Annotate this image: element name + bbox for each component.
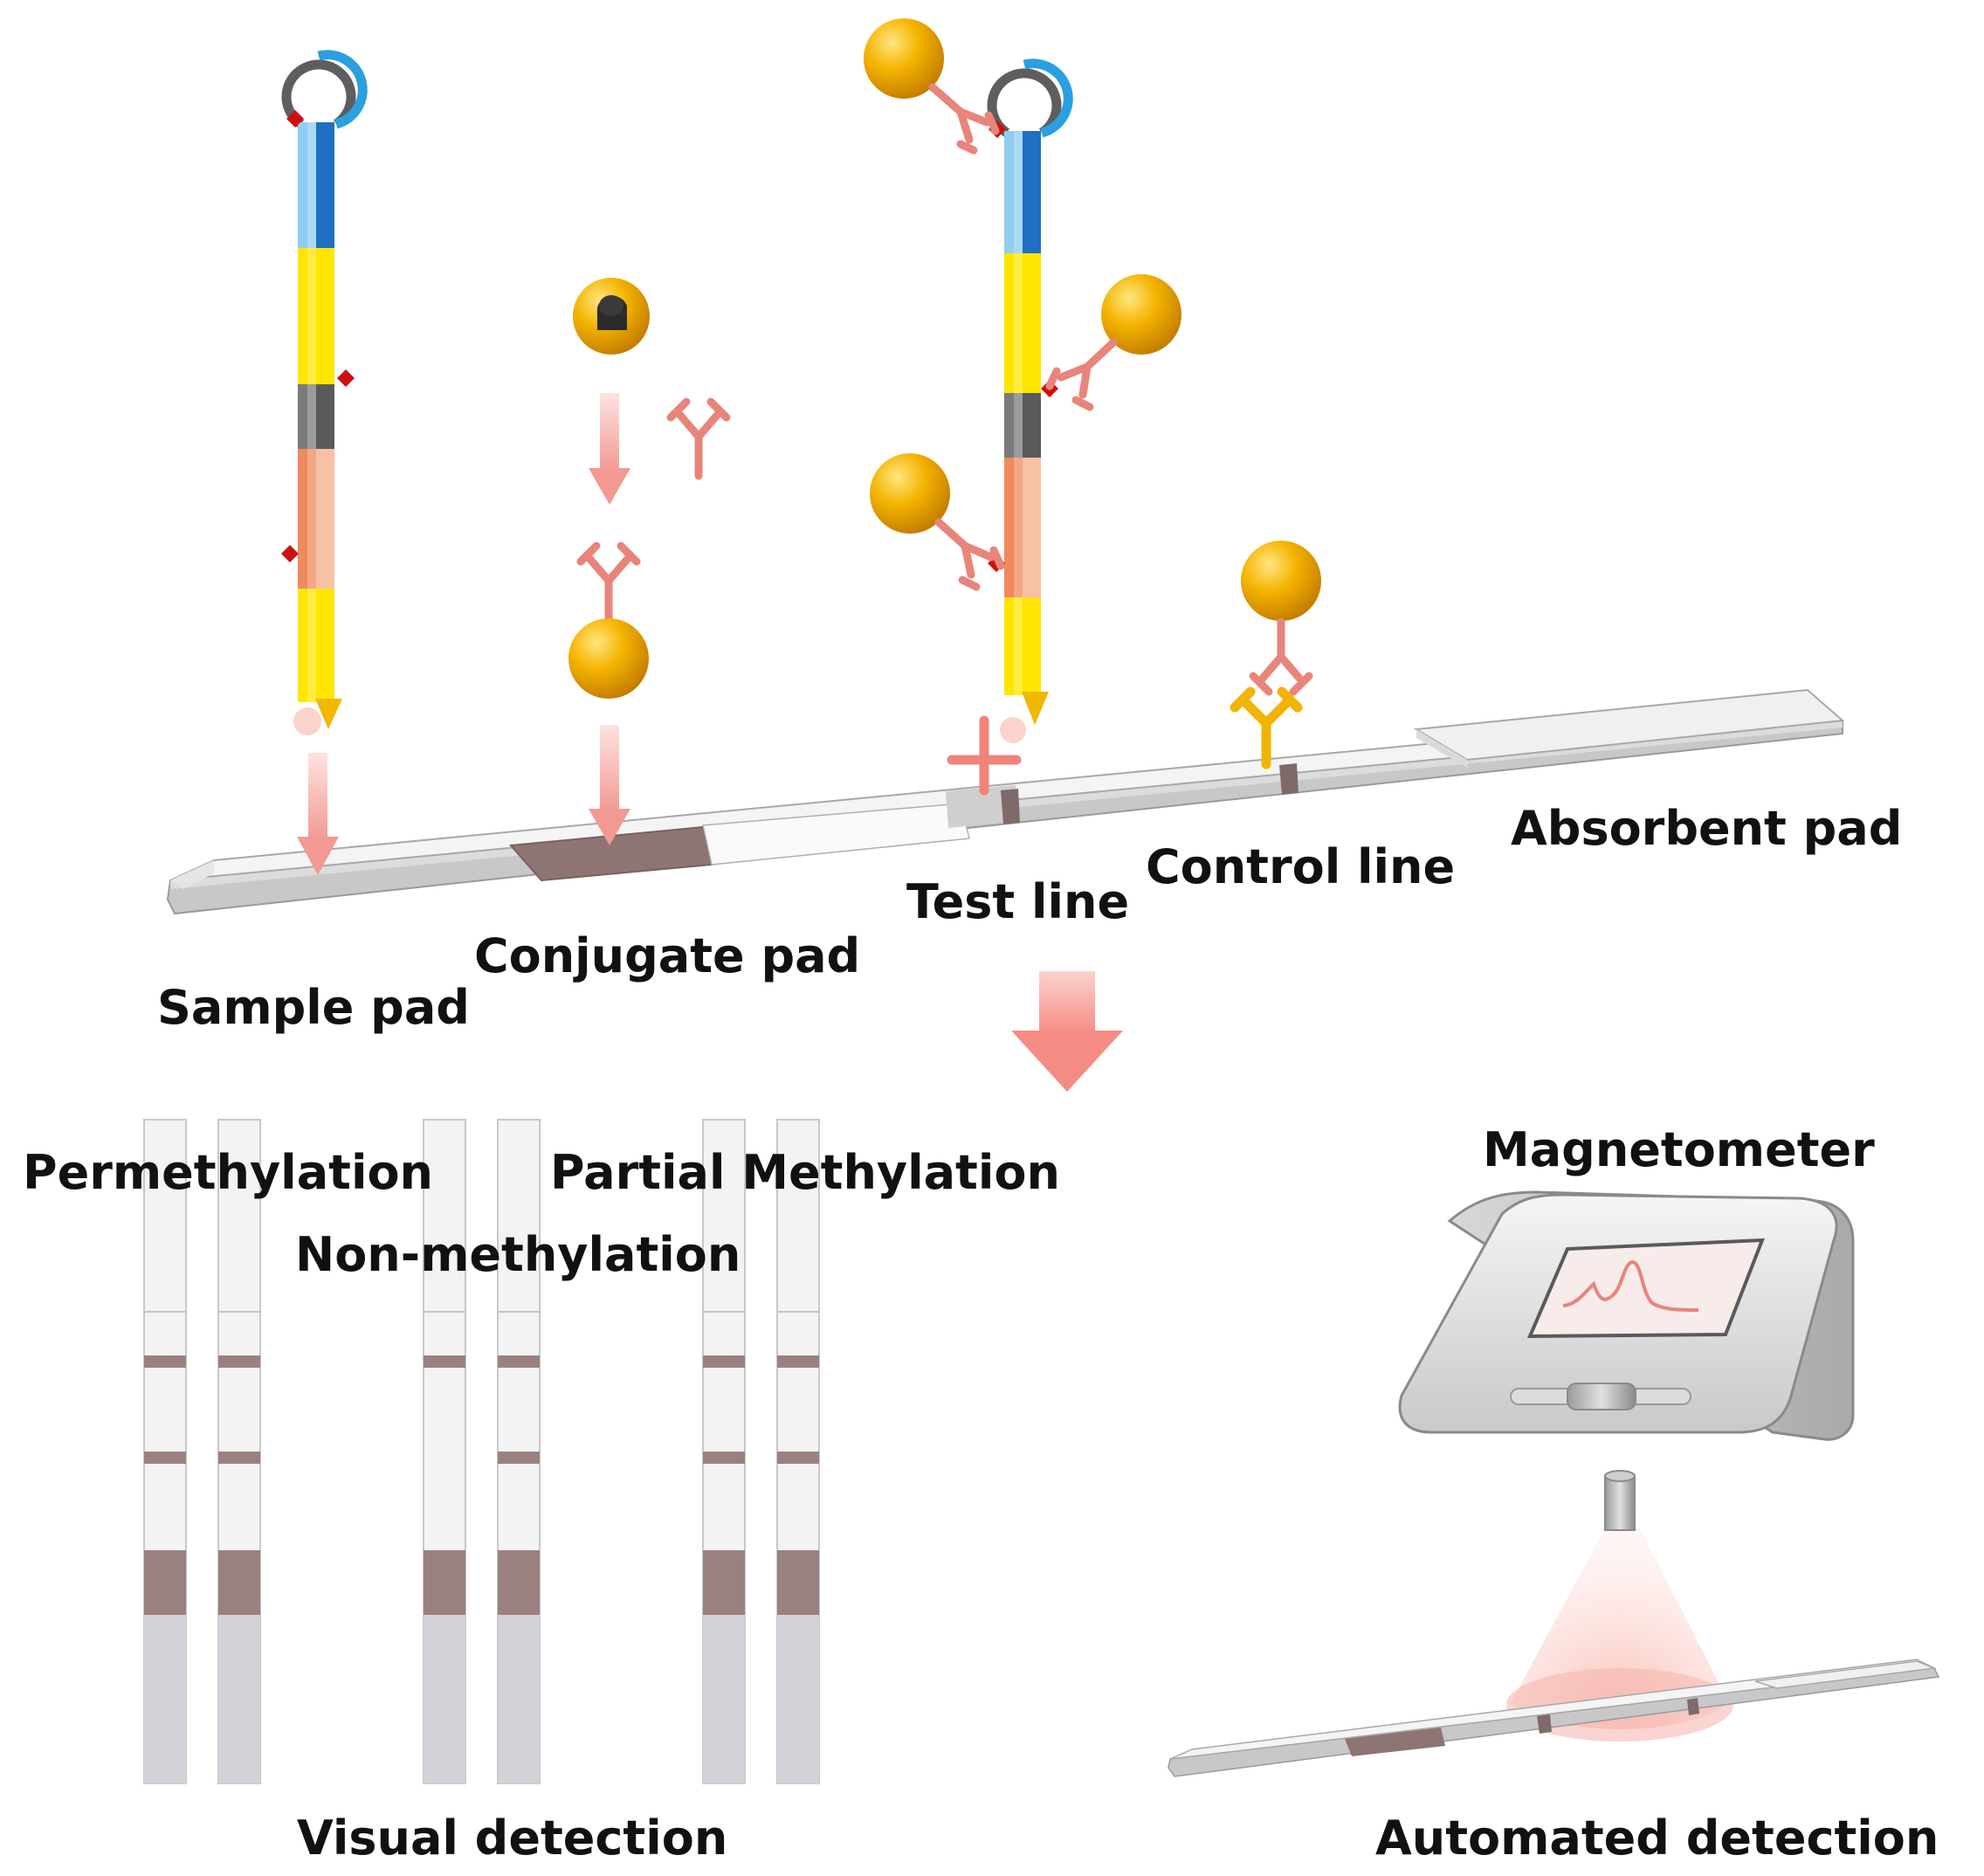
conjugate-pad-label: Conjugate pad: [474, 928, 861, 983]
flow-arrow-conjugate: [589, 725, 630, 845]
partial-methylation-label: Partial Methylation: [550, 1145, 1060, 1200]
methyl-tag-icon: [286, 110, 304, 128]
strip-6: [776, 1119, 820, 1784]
probe-strand-captured: [987, 59, 1073, 743]
methyl-tag-icon: [281, 545, 299, 562]
non-methylation-label: Non-methylation: [295, 1227, 741, 1282]
magnetometer-label: Magnetometer: [1483, 1122, 1875, 1177]
sensor-probe-icon: [1604, 1470, 1636, 1531]
permethylation-label: Permethylation: [23, 1145, 433, 1200]
methyl-tag-icon: [337, 369, 355, 387]
strip-2: [217, 1119, 261, 1784]
strip-4: [497, 1119, 541, 1784]
control-line-label: Control line: [1146, 839, 1456, 894]
probe-strand-left: [281, 50, 368, 735]
strip-1: [143, 1119, 187, 1784]
flow-arrow-sample: [297, 753, 339, 875]
strip-5: [702, 1119, 746, 1784]
antibody-gold-conjugate-icon: [568, 541, 649, 699]
capture-antibody-test-icon: [947, 715, 1022, 796]
free-antibody-icon: [666, 397, 731, 480]
control-line-complex: [1230, 541, 1321, 769]
control-line-band: [1279, 763, 1299, 795]
result-strips: [143, 1119, 820, 1784]
strip-3: [423, 1119, 466, 1784]
visual-detection-label: Visual detection: [297, 1810, 728, 1866]
magnetometer-device-icon: [1398, 1190, 1855, 1441]
automated-detection-label: Automated detection: [1375, 1810, 1939, 1866]
gold-antibody-bound-group: [864, 18, 1181, 591]
absorbent-pad-label: Absorbent pad: [1511, 801, 1903, 856]
sample-pad-label: Sample pad: [157, 980, 470, 1035]
flow-arrow-upper: [589, 393, 630, 505]
test-line-label: Test line: [906, 874, 1130, 929]
main-test-strip: [166, 688, 1845, 915]
small-test-strip: [1168, 1659, 1940, 1777]
big-flow-arrow: [1011, 971, 1123, 1092]
magnetic-nanoparticle-icon: [573, 278, 650, 355]
test-line-band: [1001, 789, 1020, 824]
